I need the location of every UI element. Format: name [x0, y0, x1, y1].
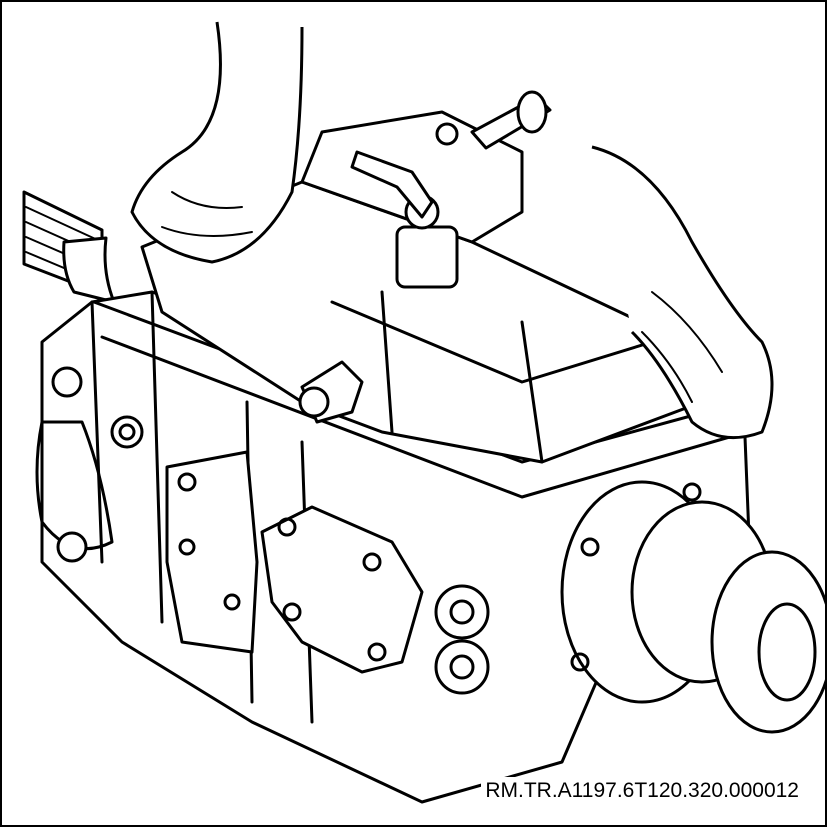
figure-reference-code: RM.TR.A1197.6T120.320.000012: [481, 777, 803, 805]
right-hand: [591, 145, 774, 440]
output-flange: [560, 480, 825, 734]
selector-shaft: [470, 90, 552, 150]
left-hand: [130, 21, 304, 264]
shift-cover: [140, 110, 704, 464]
input-shaft: [22, 190, 116, 304]
plug-bolt: [298, 360, 364, 424]
side-plate: [165, 450, 424, 674]
mounting-bosses: [434, 584, 490, 695]
